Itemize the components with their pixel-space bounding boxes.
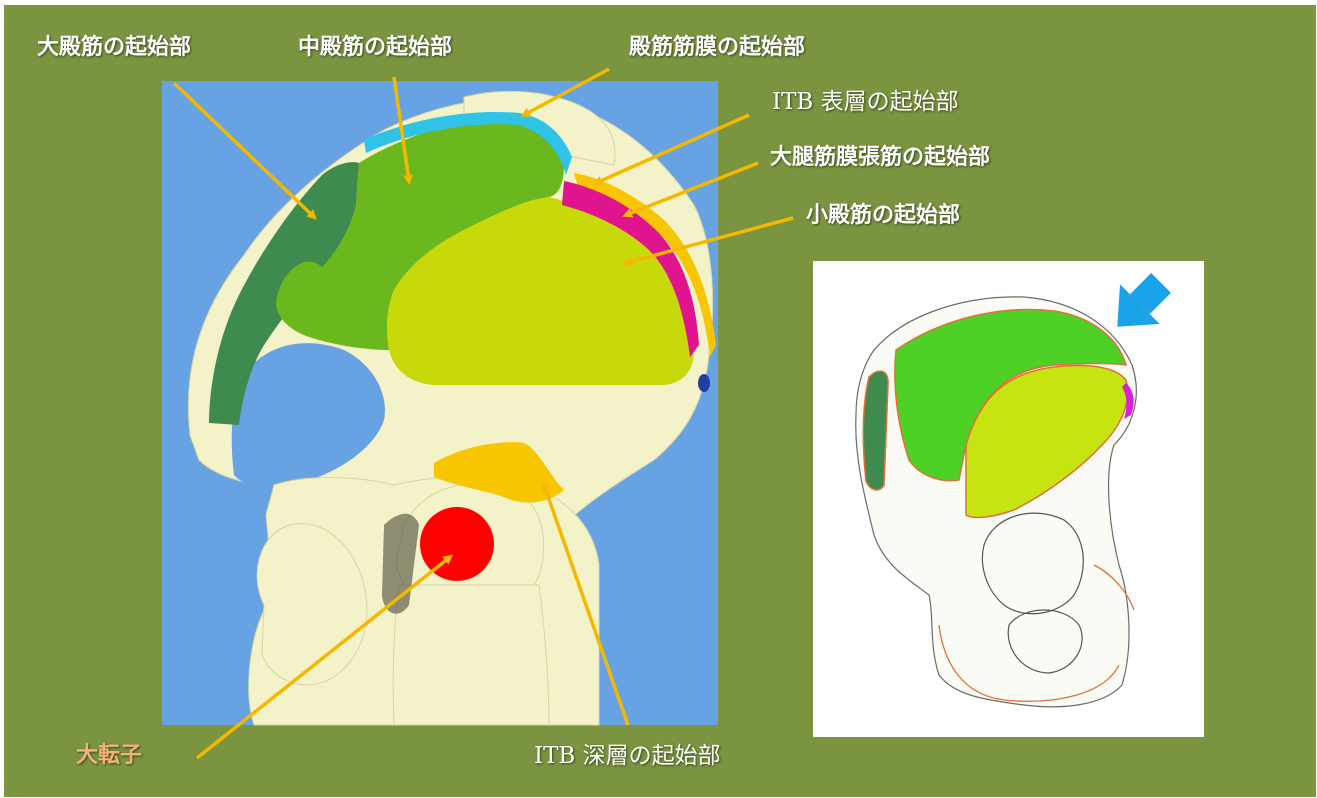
pelvis-photo	[162, 81, 718, 725]
label-gluteus-minimus-origin: 小殿筋の起始部	[806, 205, 960, 227]
asis-tip	[698, 374, 710, 392]
label-gluteal-fascia-origin: 殿筋筋膜の起始部	[629, 37, 805, 59]
femur-shaft	[393, 585, 549, 725]
label-gluteus-medius-origin: 中殿筋の起始部	[298, 37, 452, 59]
slide-background: 大殿筋の起始部 中殿筋の起始部 殿筋筋膜の起始部 ITB 表層の起始部 大腿筋膜…	[4, 5, 1316, 797]
inset-gluteus-maximus	[863, 371, 888, 490]
hip-diagram	[4, 5, 1316, 797]
label-gluteus-maximus-origin: 大殿筋の起始部	[37, 37, 191, 59]
inset-drawing	[813, 261, 1204, 737]
label-itb-deep-origin: ITB 深層の起始部	[534, 745, 721, 768]
label-tfl-origin: 大腿筋膜張筋の起始部	[770, 147, 990, 169]
label-itb-superficial-origin: ITB 表層の起始部	[772, 91, 959, 114]
label-greater-trochanter: 大転子	[76, 745, 142, 767]
